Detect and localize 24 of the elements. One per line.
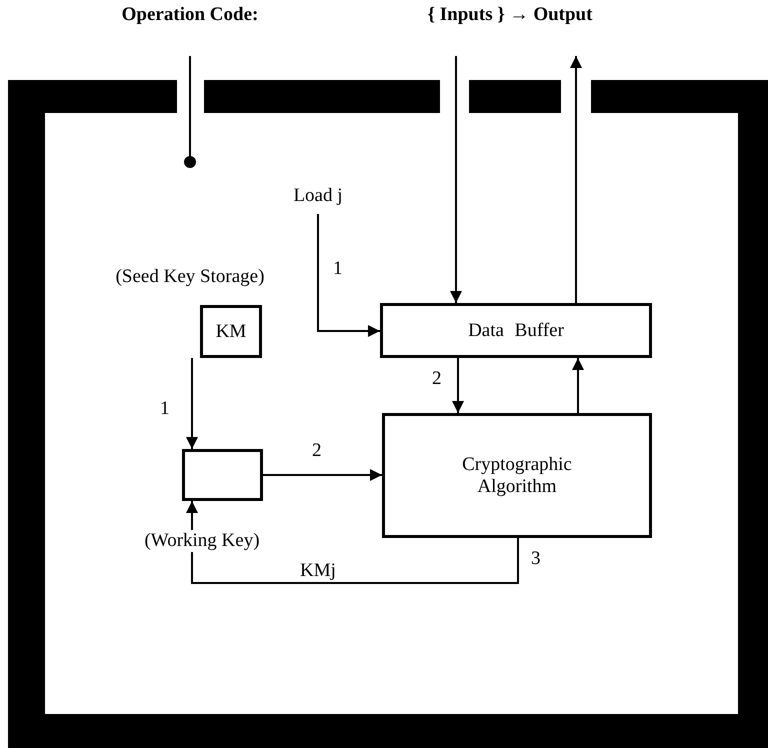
edge-label: 1 xyxy=(160,398,170,420)
process-box xyxy=(182,449,263,501)
edge-label: 1 xyxy=(333,258,342,280)
box-label: KM xyxy=(216,320,246,342)
operation-code-label: Operation Code: xyxy=(122,4,258,26)
box-label: Cryptographic Algorithm xyxy=(461,454,573,498)
arrow xyxy=(570,56,582,303)
edge-label: 2 xyxy=(432,368,442,390)
arrow xyxy=(263,469,382,481)
arrow xyxy=(572,358,584,413)
edge-label: 2 xyxy=(312,440,322,462)
step-number: 3 xyxy=(531,548,540,570)
arrow xyxy=(186,358,198,449)
arrow xyxy=(452,358,464,413)
process-box xyxy=(200,305,262,358)
arrow xyxy=(186,501,519,584)
arrow xyxy=(450,56,462,303)
edge-label: KMj xyxy=(300,560,336,582)
arrow xyxy=(317,214,380,337)
box-label: Data Buffer xyxy=(468,320,564,342)
load-label: Load j xyxy=(293,185,343,207)
process-box xyxy=(382,413,652,538)
input-output-label: { Inputs } → Output xyxy=(428,4,592,26)
process-box xyxy=(380,303,652,358)
